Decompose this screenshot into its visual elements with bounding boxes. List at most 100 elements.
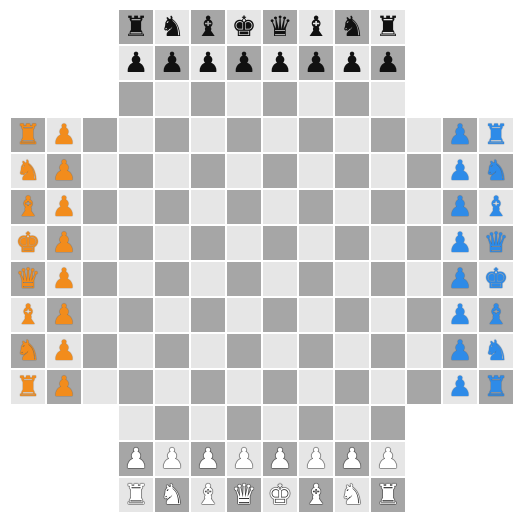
white-bishop-icon[interactable]: ♝: [195, 481, 220, 509]
board-square[interactable]: ♝: [10, 297, 46, 333]
board-square[interactable]: ♟: [298, 441, 334, 477]
board-square[interactable]: [154, 261, 190, 297]
board-square[interactable]: ♟: [46, 153, 82, 189]
board-square[interactable]: [226, 369, 262, 405]
board-square[interactable]: ♚: [10, 225, 46, 261]
board-square[interactable]: [226, 405, 262, 441]
board-square[interactable]: ♜: [10, 369, 46, 405]
board-square[interactable]: ♟: [442, 369, 478, 405]
board-square[interactable]: [334, 405, 370, 441]
board-square[interactable]: [190, 153, 226, 189]
orange-rook-icon[interactable]: ♜: [15, 373, 40, 401]
orange-bishop-icon[interactable]: ♝: [15, 193, 40, 221]
blue-pawn-icon[interactable]: ♟: [447, 301, 472, 329]
board-square[interactable]: [226, 117, 262, 153]
board-square[interactable]: [298, 225, 334, 261]
black-knight-icon[interactable]: ♞: [339, 13, 364, 41]
black-pawn-icon[interactable]: ♟: [159, 49, 184, 77]
white-pawn-icon[interactable]: ♟: [231, 445, 256, 473]
board-square[interactable]: [262, 333, 298, 369]
board-square[interactable]: [226, 189, 262, 225]
black-pawn-icon[interactable]: ♟: [375, 49, 400, 77]
board-square[interactable]: ♟: [226, 441, 262, 477]
orange-pawn-icon[interactable]: ♟: [51, 229, 76, 257]
board-square[interactable]: ♞: [154, 477, 190, 513]
black-pawn-icon[interactable]: ♟: [231, 49, 256, 77]
orange-king-icon[interactable]: ♚: [15, 229, 40, 257]
board-square[interactable]: [370, 117, 406, 153]
board-square[interactable]: ♞: [10, 153, 46, 189]
board-square[interactable]: [406, 369, 442, 405]
board-square[interactable]: [370, 189, 406, 225]
board-square[interactable]: [262, 153, 298, 189]
blue-bishop-icon[interactable]: ♝: [483, 193, 508, 221]
board-square[interactable]: ♞: [334, 9, 370, 45]
board-square[interactable]: [154, 153, 190, 189]
board-square[interactable]: ♟: [46, 297, 82, 333]
board-square[interactable]: [370, 153, 406, 189]
blue-pawn-icon[interactable]: ♟: [447, 121, 472, 149]
white-knight-icon[interactable]: ♞: [159, 481, 184, 509]
orange-pawn-icon[interactable]: ♟: [51, 121, 76, 149]
blue-bishop-icon[interactable]: ♝: [483, 301, 508, 329]
board-square[interactable]: ♟: [154, 45, 190, 81]
board-square[interactable]: [298, 117, 334, 153]
black-pawn-icon[interactable]: ♟: [123, 49, 148, 77]
board-square[interactable]: ♛: [10, 261, 46, 297]
black-king-icon[interactable]: ♚: [231, 13, 256, 41]
white-rook-icon[interactable]: ♜: [375, 481, 400, 509]
board-square[interactable]: [370, 297, 406, 333]
board-square[interactable]: ♜: [10, 117, 46, 153]
black-knight-icon[interactable]: ♞: [159, 13, 184, 41]
board-square[interactable]: ♟: [370, 45, 406, 81]
board-square[interactable]: ♟: [262, 441, 298, 477]
blue-pawn-icon[interactable]: ♟: [447, 229, 472, 257]
board-square[interactable]: [298, 405, 334, 441]
board-square[interactable]: [154, 297, 190, 333]
board-square[interactable]: [370, 405, 406, 441]
board-square[interactable]: [298, 297, 334, 333]
board-square[interactable]: [262, 297, 298, 333]
board-square[interactable]: [226, 297, 262, 333]
board-square[interactable]: ♟: [46, 369, 82, 405]
orange-pawn-icon[interactable]: ♟: [51, 301, 76, 329]
board-square[interactable]: [82, 369, 118, 405]
board-square[interactable]: [190, 405, 226, 441]
white-pawn-icon[interactable]: ♟: [159, 445, 184, 473]
board-square[interactable]: ♜: [478, 117, 514, 153]
board-square[interactable]: [226, 225, 262, 261]
white-bishop-icon[interactable]: ♝: [303, 481, 328, 509]
board-square[interactable]: ♟: [442, 297, 478, 333]
orange-pawn-icon[interactable]: ♟: [51, 157, 76, 185]
board-square[interactable]: ♝: [478, 297, 514, 333]
board-square[interactable]: ♚: [478, 261, 514, 297]
white-pawn-icon[interactable]: ♟: [375, 445, 400, 473]
board-square[interactable]: [262, 405, 298, 441]
board-square[interactable]: [82, 297, 118, 333]
board-square[interactable]: ♟: [334, 45, 370, 81]
board-square[interactable]: [190, 189, 226, 225]
board-square[interactable]: [298, 153, 334, 189]
blue-pawn-icon[interactable]: ♟: [447, 157, 472, 185]
black-pawn-icon[interactable]: ♟: [339, 49, 364, 77]
black-rook-icon[interactable]: ♜: [375, 13, 400, 41]
white-pawn-icon[interactable]: ♟: [267, 445, 292, 473]
board-square[interactable]: [262, 81, 298, 117]
blue-knight-icon[interactable]: ♞: [483, 337, 508, 365]
board-square[interactable]: [190, 81, 226, 117]
board-square[interactable]: ♟: [442, 333, 478, 369]
board-square[interactable]: [334, 333, 370, 369]
orange-rook-icon[interactable]: ♜: [15, 121, 40, 149]
board-square[interactable]: [154, 225, 190, 261]
board-square[interactable]: [226, 261, 262, 297]
white-pawn-icon[interactable]: ♟: [339, 445, 364, 473]
board-square[interactable]: [190, 369, 226, 405]
board-square[interactable]: [298, 333, 334, 369]
board-square[interactable]: [118, 117, 154, 153]
board-square[interactable]: [334, 261, 370, 297]
white-pawn-icon[interactable]: ♟: [195, 445, 220, 473]
orange-pawn-icon[interactable]: ♟: [51, 193, 76, 221]
blue-king-icon[interactable]: ♚: [483, 265, 508, 293]
board-square[interactable]: ♞: [478, 153, 514, 189]
board-square[interactable]: [190, 225, 226, 261]
